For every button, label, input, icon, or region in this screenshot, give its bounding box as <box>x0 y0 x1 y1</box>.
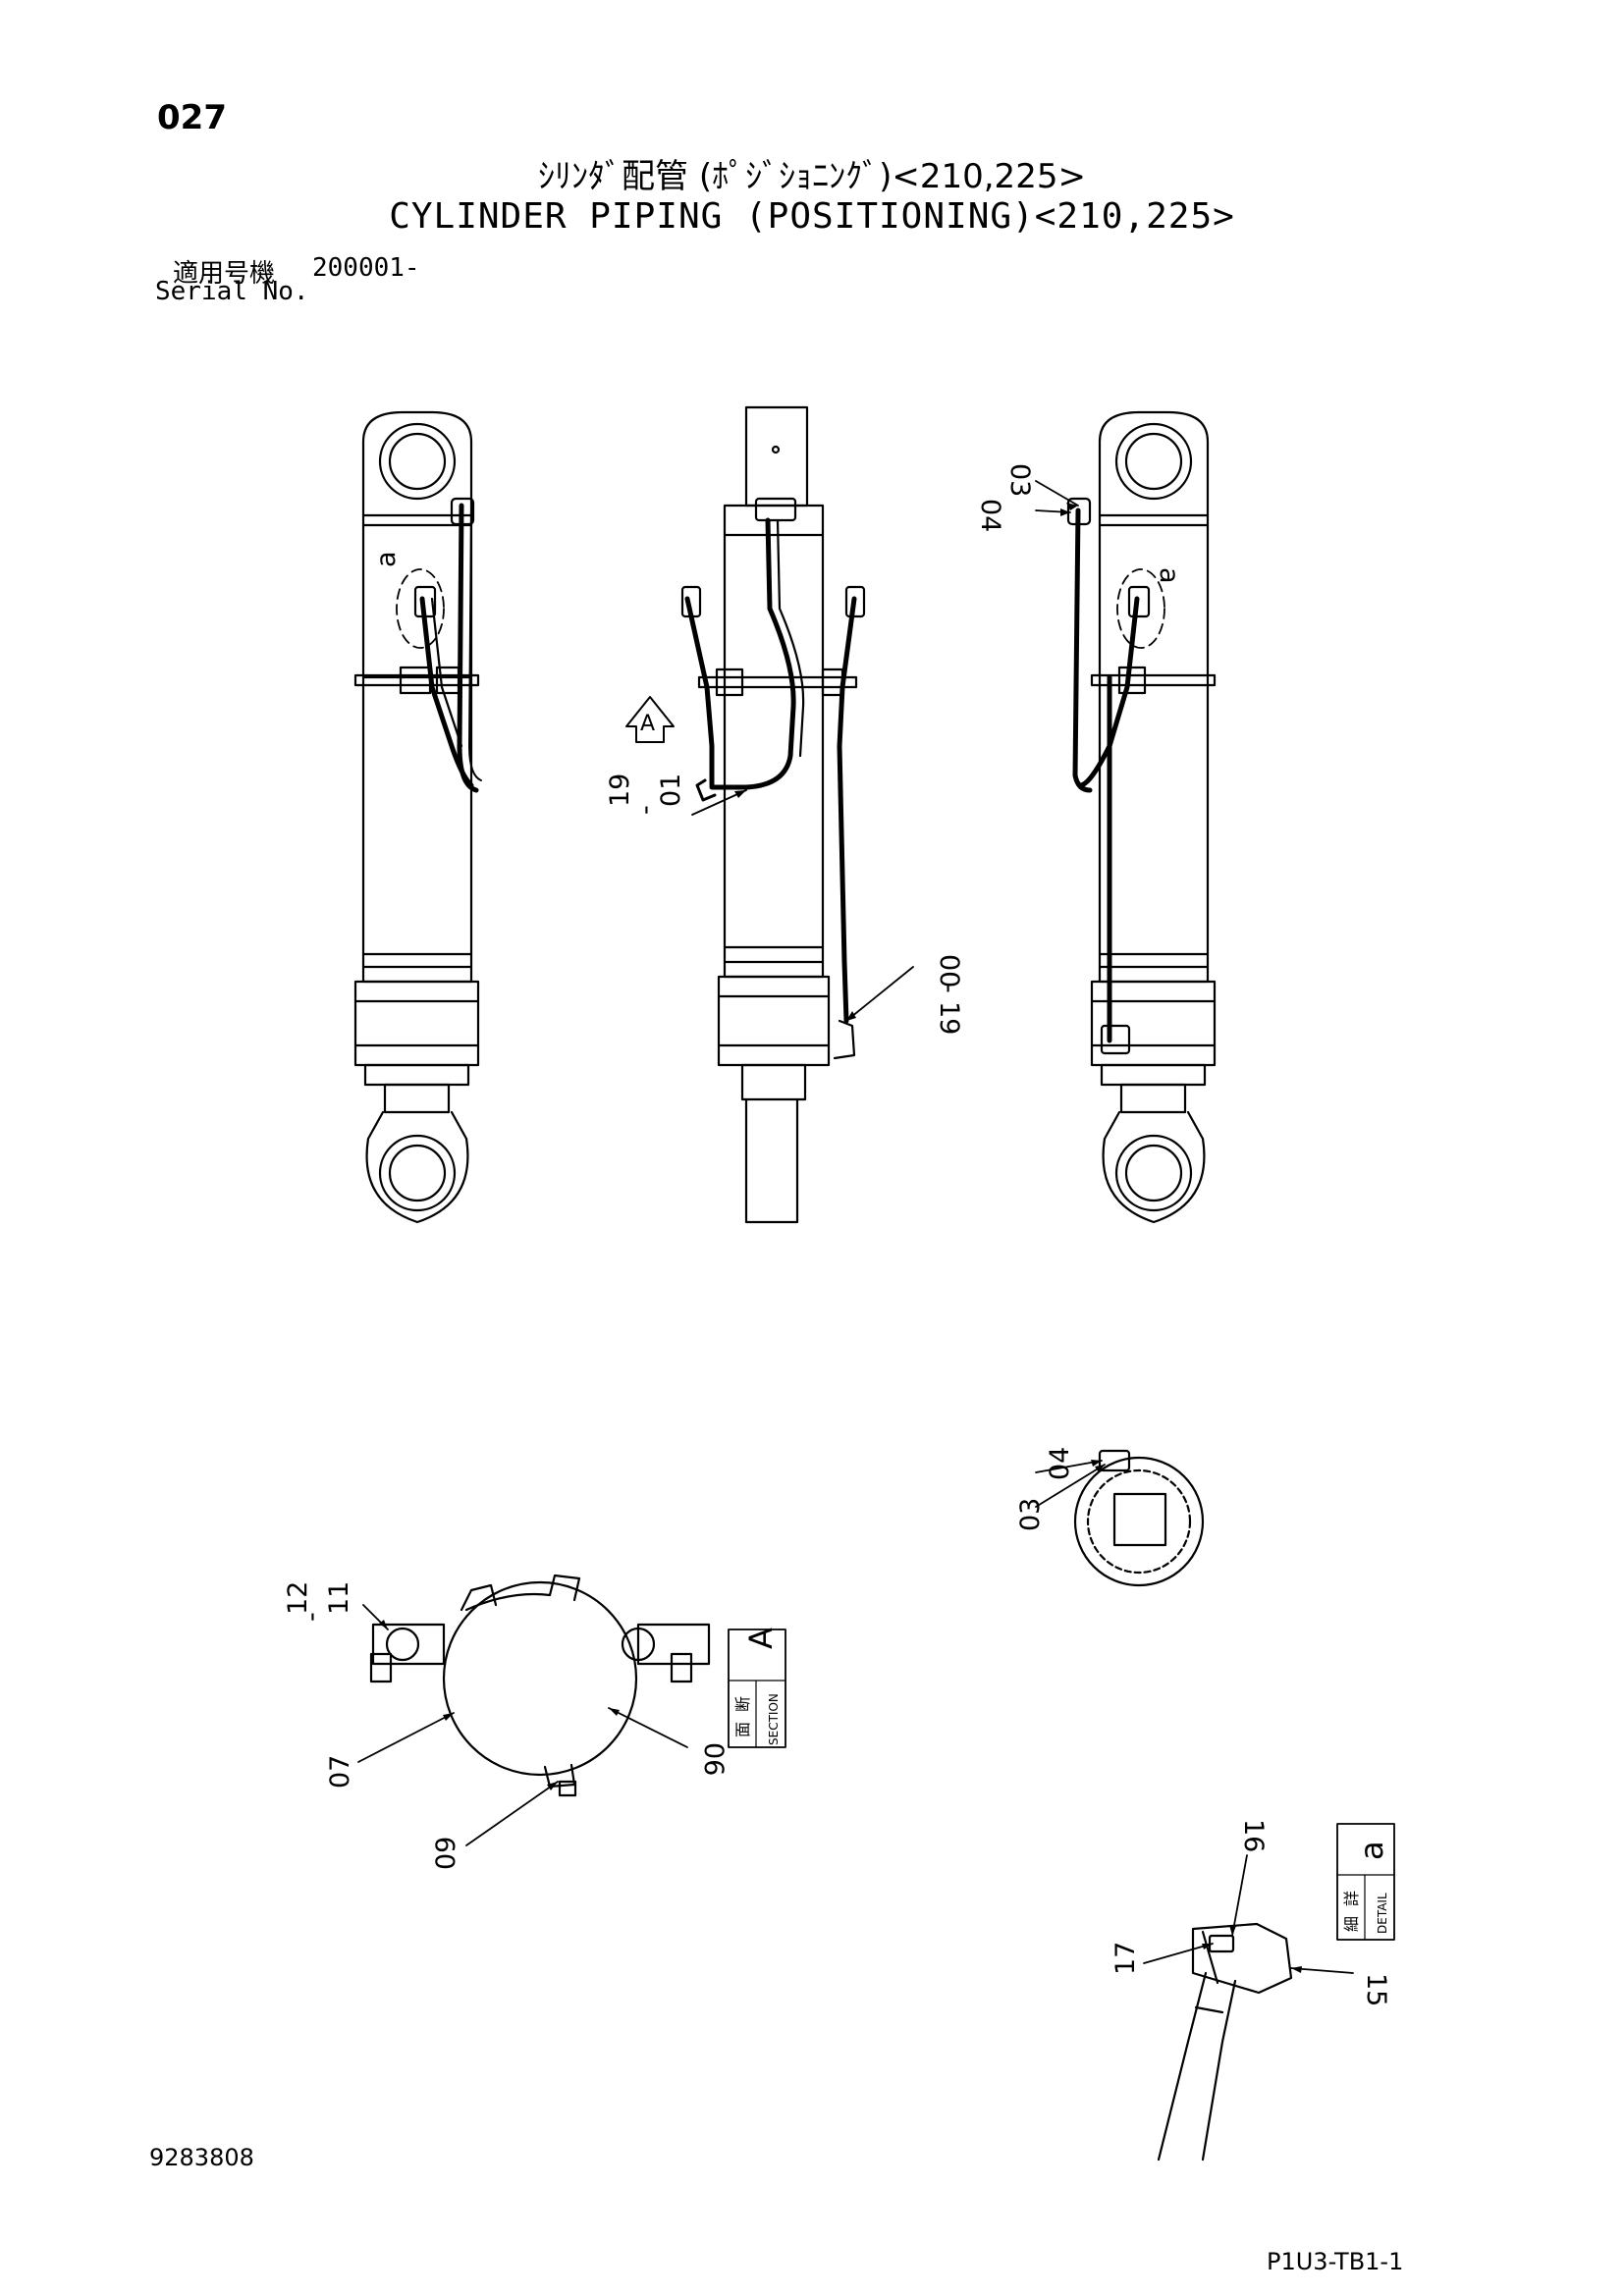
detail-a-view <box>1157 1922 1293 2162</box>
callout-12: 12 <box>283 1581 313 1615</box>
title-english: CYLINDER PIPING (POSITIONING)<210,225> <box>389 196 1235 237</box>
callout-04-top: 04 <box>975 499 1005 532</box>
callout-06: 06 <box>698 1742 729 1776</box>
leader-lines <box>357 480 1354 1974</box>
cylinder-view-right <box>1066 410 1217 1224</box>
callout-00: 00 <box>934 954 964 988</box>
view-label-a-left: a <box>371 551 402 567</box>
cylinder-view-middle <box>625 405 866 1224</box>
detail-ja-2: 細 <box>1342 1916 1361 1932</box>
callout-11: 11 <box>324 1581 354 1615</box>
callout-01: 01 <box>656 774 686 807</box>
page-code: P1U3-TB1-1 <box>1267 2248 1404 2275</box>
callout-16: 16 <box>1238 1819 1269 1852</box>
callout-dash: - <box>934 984 964 993</box>
callout-15: 15 <box>1361 1973 1391 2006</box>
section-ja-2: 面 <box>733 1722 752 1737</box>
detail-letter: a <box>1353 1841 1390 1860</box>
callout-19-lower: 19 <box>934 1001 964 1035</box>
callout-09: 09 <box>431 1837 461 1870</box>
page-number: 027 <box>157 98 227 137</box>
detail-ja-1: 詳 <box>1342 1891 1361 1906</box>
title-japanese: ｼﾘﾝﾀﾞ配管 (ﾎﾟｼﾞｼｮﾆﾝｸﾞ)<210,225> <box>538 157 1086 196</box>
section-arrow-label: A <box>640 712 655 736</box>
section-en: SECTION <box>767 1693 781 1745</box>
section-letter: A <box>742 1628 780 1649</box>
drawing-number: 9283808 <box>149 2144 254 2171</box>
section-ja-1: 断 <box>733 1696 752 1712</box>
callout-07: 07 <box>325 1755 355 1789</box>
callout-dash: - <box>630 805 661 815</box>
callout-03-section: 03 <box>1015 1498 1046 1531</box>
detail-en: DETAIL <box>1376 1893 1389 1934</box>
callout-dash: - <box>297 1612 327 1622</box>
callout-04-section: 04 <box>1045 1447 1075 1480</box>
section-small-view <box>1073 1449 1205 1587</box>
serial-label-japanese: 適用号機 <box>173 259 276 289</box>
view-label-a-right: a <box>1154 567 1184 584</box>
cylinder-view-left <box>353 410 482 1224</box>
callout-03-top: 03 <box>1004 463 1035 497</box>
section-label-box: A 断 面 SECTION <box>728 1628 786 1748</box>
section-a-view <box>369 1574 711 1797</box>
serial-value: 200001- <box>312 253 420 283</box>
callout-19-upper: 19 <box>605 774 635 807</box>
serial-label-english: Serial No. <box>155 277 309 306</box>
detail-label-box: a 詳 細 DETAIL <box>1336 1823 1395 1941</box>
callout-17: 17 <box>1110 1942 1141 1975</box>
